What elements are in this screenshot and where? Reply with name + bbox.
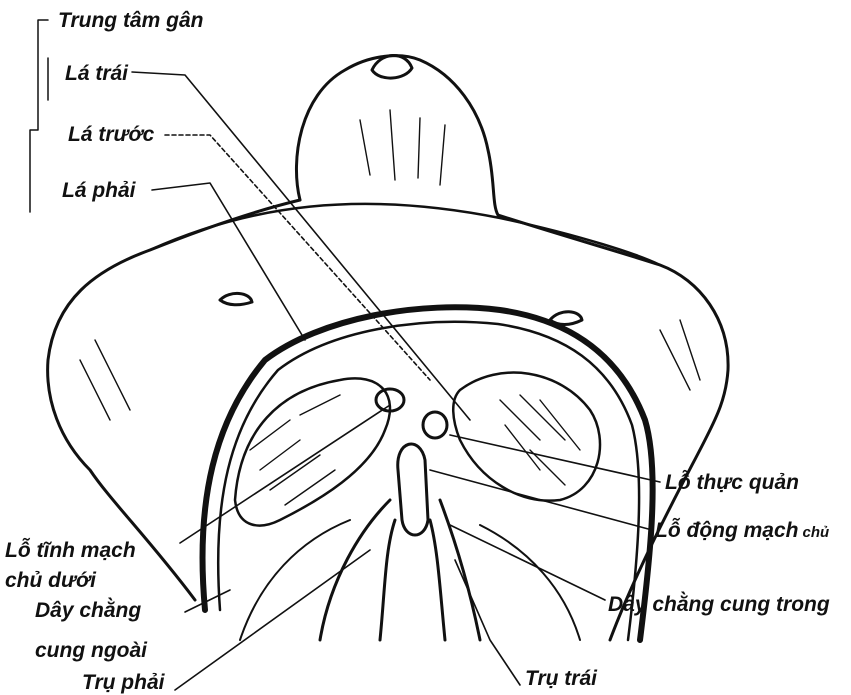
head-outline	[296, 56, 498, 215]
label-lo-dong-mach: Lỗ động mạch	[655, 519, 799, 542]
label-la-truoc: Lá trước	[68, 124, 154, 145]
right-shoulder	[498, 215, 728, 640]
left-dome	[235, 378, 390, 525]
leader-lines	[132, 72, 660, 690]
label-day-chang-ngoai-2: cung ngoài	[35, 640, 147, 661]
label-lo-thuc-quan: Lỗ thực quản	[665, 472, 799, 493]
label-trung-tam-gan: Trung tâm gân	[58, 10, 203, 31]
label-lo-dong-mach-group: Lỗ động mạch chủ	[655, 520, 829, 542]
label-day-chang-ngoai-1: Dây chằng	[35, 600, 141, 621]
label-lo-tinh-mach-1: Lỗ tĩnh mạch	[5, 540, 136, 561]
psoas-right	[480, 525, 580, 640]
label-la-phai: Lá phải	[62, 180, 136, 201]
label-lo-tinh-mach-2: chủ dưới	[5, 570, 96, 591]
left-nipple	[220, 293, 252, 304]
shading-lines	[80, 110, 700, 505]
aorta	[398, 444, 428, 535]
bracket	[30, 20, 48, 212]
label-lo-dong-mach-suffix: chủ	[803, 524, 830, 541]
label-la-trai: Lá trái	[65, 63, 128, 84]
esophageal-opening	[423, 412, 447, 438]
left-crus	[320, 500, 390, 640]
spine	[380, 520, 445, 640]
label-tru-trai: Trụ trái	[525, 668, 597, 689]
clavicle-line	[150, 204, 660, 265]
label-tru-phai: Trụ phải	[82, 672, 164, 693]
label-day-chang-cung-trong: Dây chằng cung trong	[608, 594, 830, 615]
psoas-left	[240, 520, 350, 640]
